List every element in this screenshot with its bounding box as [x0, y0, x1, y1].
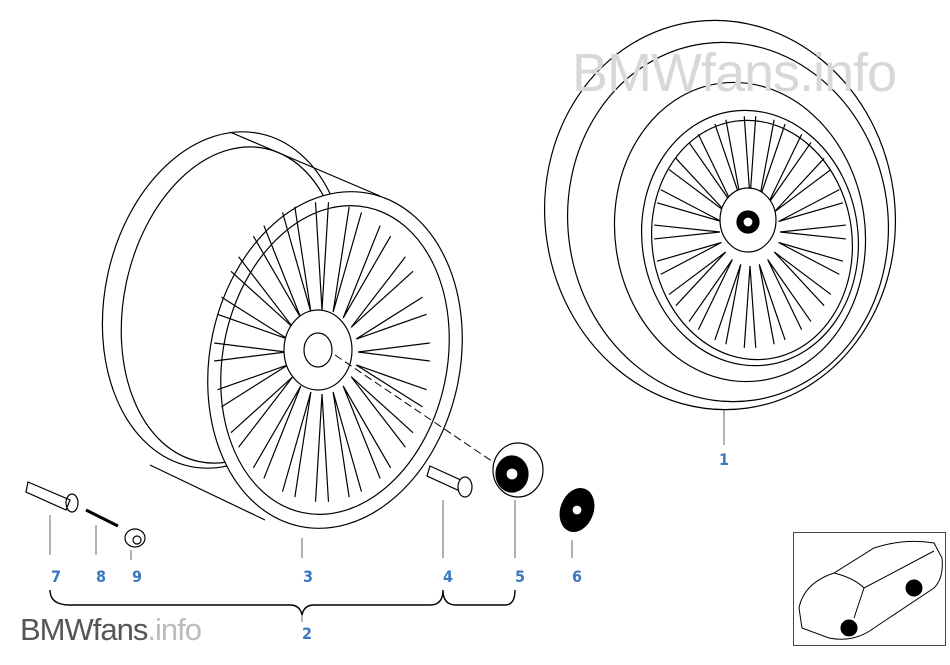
spoke — [355, 296, 427, 340]
spoke — [714, 119, 742, 200]
wheel-bolt[interactable] — [426, 465, 473, 498]
spoke — [332, 206, 363, 313]
spoke — [350, 376, 414, 448]
valve-core[interactable] — [85, 508, 119, 528]
spoke — [281, 391, 312, 498]
light-alloy-rim[interactable] — [72, 109, 492, 553]
assembly-axis-line — [334, 354, 506, 471]
spoke — [314, 393, 330, 502]
callout-9[interactable]: 9 — [131, 567, 143, 586]
spoke — [656, 241, 722, 275]
hub-cap[interactable] — [492, 442, 544, 498]
spoke — [214, 342, 287, 362]
spoke — [714, 264, 742, 345]
callout-7[interactable]: 7 — [50, 567, 62, 586]
emblem[interactable] — [554, 484, 599, 536]
spoke — [332, 391, 363, 498]
spoke — [217, 364, 289, 408]
spoke — [342, 385, 392, 479]
spoke — [668, 251, 727, 307]
watermark: BMWfans.info — [572, 43, 897, 103]
spoke — [773, 251, 832, 307]
leader-lines — [49, 410, 725, 622]
spoke — [217, 296, 289, 340]
callout-5[interactable]: 5 — [514, 567, 526, 586]
spoke — [656, 189, 722, 223]
callout-6[interactable]: 6 — [571, 567, 583, 586]
callout-8[interactable]: 8 — [95, 567, 107, 586]
spoke — [688, 133, 733, 205]
car-outline-icon — [798, 540, 943, 640]
spoke — [779, 224, 846, 240]
valve[interactable] — [25, 481, 79, 513]
spoke — [767, 133, 812, 205]
spoke — [743, 116, 757, 199]
spoke — [281, 206, 312, 313]
spoke — [252, 225, 302, 319]
spoke — [773, 157, 832, 213]
spoke — [654, 224, 721, 240]
spoke — [758, 264, 786, 345]
logo-brand: BMWfans — [20, 612, 148, 647]
valve-cap[interactable] — [124, 528, 146, 548]
spoke — [355, 364, 427, 408]
spoke — [688, 259, 733, 331]
logo-suffix: .info — [147, 612, 202, 647]
spoke — [350, 256, 414, 328]
site-logo: BMWfans.info — [20, 612, 202, 648]
spoke — [314, 202, 330, 311]
spoke — [230, 256, 294, 328]
callout-1[interactable]: 1 — [718, 450, 730, 469]
callout-3[interactable]: 3 — [302, 567, 314, 586]
spoke — [778, 189, 844, 223]
spoke — [758, 119, 786, 200]
spoke — [357, 342, 430, 362]
spoke — [668, 157, 727, 213]
spoke — [342, 225, 392, 319]
vehicle-location-thumbnail[interactable] — [793, 532, 946, 646]
callout-2[interactable]: 2 — [301, 624, 313, 643]
spoke — [230, 376, 294, 448]
spoke — [743, 265, 757, 348]
complete-wheel-with-tire[interactable] — [520, 0, 921, 432]
callout-4[interactable]: 4 — [442, 567, 454, 586]
spoke — [767, 259, 812, 331]
spoke — [252, 385, 302, 479]
spoke — [778, 241, 844, 275]
